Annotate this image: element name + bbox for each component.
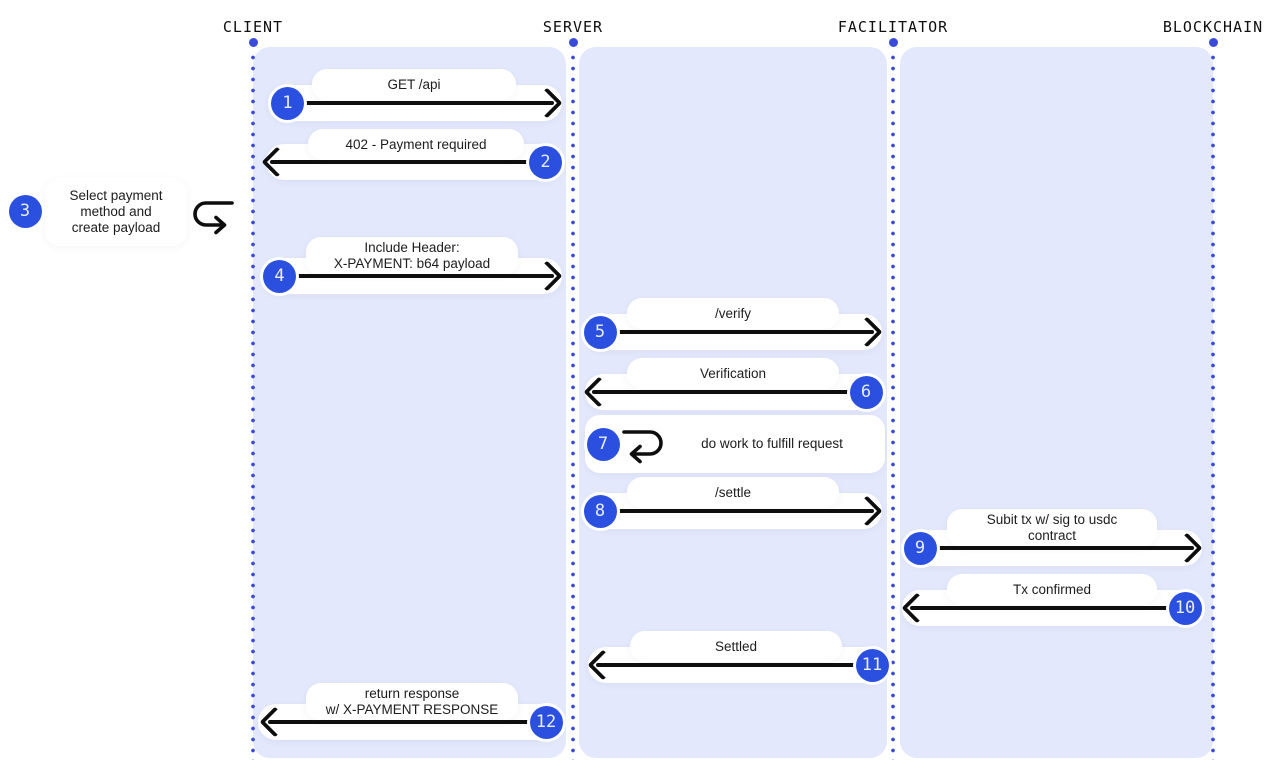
lifeline-server bbox=[571, 52, 575, 760]
lifeline-dot-client bbox=[248, 38, 258, 47]
lifeline-dot-blockchain bbox=[1208, 38, 1218, 47]
lifeline-client bbox=[251, 52, 255, 760]
actor-facilitator: FACILITATOR bbox=[837, 18, 949, 36]
panel-facilitator-blockchain bbox=[900, 47, 1213, 758]
actor-blockchain: BLOCKCHAIN bbox=[1162, 18, 1264, 36]
lifeline-dot-facilitator bbox=[888, 38, 898, 47]
lifeline-dot-server bbox=[568, 38, 578, 47]
panel-client-server bbox=[253, 47, 566, 758]
lifeline-facilitator bbox=[891, 52, 895, 760]
message-pill: Select payment method and create payload bbox=[45, 178, 187, 246]
message-label: Select payment method and create payload bbox=[69, 188, 163, 235]
self-loop-arrow-icon bbox=[193, 201, 234, 235]
lifeline-blockchain bbox=[1211, 52, 1215, 760]
step-number: 3 bbox=[8, 194, 42, 228]
panel-server-facilitator bbox=[579, 47, 887, 758]
actor-client: CLIENT bbox=[222, 18, 284, 36]
actor-server: SERVER bbox=[542, 18, 604, 36]
